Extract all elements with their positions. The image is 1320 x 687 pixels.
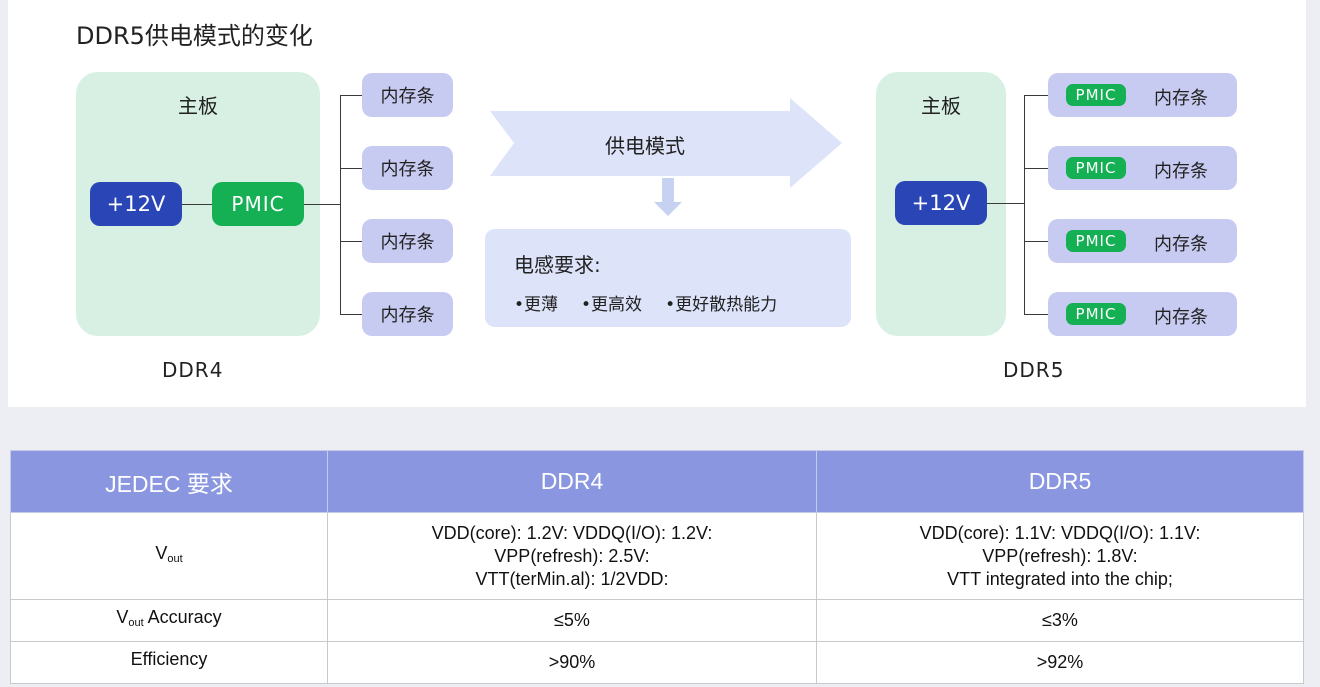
ddr5-connector-12v-bus: [987, 203, 1024, 204]
ddr5-bus-vertical: [1024, 95, 1025, 314]
down-arrow-icon: [654, 178, 682, 216]
ddr5-12v-source: +12V: [895, 181, 987, 225]
header-jedec: JEDEC 要求: [10, 450, 328, 513]
ddr5-onboard-pmic: PMIC: [1066, 84, 1126, 106]
ddr5-module-label: 内存条: [1154, 161, 1208, 182]
ddr4-memory-module: 内存条: [362, 146, 453, 190]
ddr4-connector-pmic-bus: [304, 204, 340, 205]
ddr4-bus-branch: [340, 314, 362, 315]
ddr5-module-label: 内存条: [1154, 88, 1208, 109]
ddr4-connector-12v-pmic: [182, 204, 212, 205]
param-cell: Vout: [10, 512, 328, 600]
diagram-title: DDR5供电模式的变化: [76, 22, 313, 50]
requirement-item: •更好散热能力: [665, 295, 778, 315]
table-row: Vout Accuracy ≤5% ≤3%: [10, 599, 1304, 642]
table-row: Vout VDD(core): 1.2V: VDDQ(I/O): 1.2V: V…: [10, 512, 1304, 600]
ddr5-caption: DDR5: [1003, 358, 1065, 382]
ddr4-value-cell: >90%: [327, 641, 817, 684]
ddr4-bus-branch: [340, 168, 362, 169]
ddr5-bus-branch: [1024, 241, 1048, 242]
ddr5-memory-module: PMIC 内存条: [1048, 146, 1237, 190]
ddr5-bus-branch: [1024, 168, 1048, 169]
table-row: Efficiency >90% >92%: [10, 641, 1304, 684]
jedec-comparison-table: JEDEC 要求 DDR4 DDR5 Vout VDD(core): 1.2V:…: [10, 450, 1304, 684]
header-ddr5: DDR5: [816, 450, 1304, 513]
ddr5-memory-module: PMIC 内存条: [1048, 219, 1237, 263]
power-mode-arrow: [490, 98, 842, 216]
ddr5-memory-module: PMIC 内存条: [1048, 73, 1237, 117]
inductor-requirements-list: •更薄 •更高效 •更好散热能力: [514, 290, 777, 315]
ddr5-value-cell: VDD(core): 1.1V: VDDQ(I/O): 1.1V: VPP(re…: [816, 512, 1304, 600]
ddr4-memory-module: 内存条: [362, 219, 453, 263]
ddr4-bus-branch: [340, 241, 362, 242]
ddr5-bus-branch: [1024, 314, 1048, 315]
ddr5-value-cell: >92%: [816, 641, 1304, 684]
ddr4-pmic: PMIC: [212, 182, 304, 226]
table-header-row: JEDEC 要求 DDR4 DDR5: [10, 450, 1304, 513]
ddr4-caption: DDR4: [162, 358, 224, 382]
ddr4-value-cell: ≤5%: [327, 599, 817, 642]
ddr5-module-label: 内存条: [1154, 307, 1208, 328]
ddr4-12v-source: +12V: [90, 182, 182, 226]
ddr5-onboard-pmic: PMIC: [1066, 230, 1126, 252]
inductor-requirements-box: [485, 229, 851, 327]
header-ddr4: DDR4: [327, 450, 817, 513]
ddr4-memory-module: 内存条: [362, 292, 453, 336]
ddr4-bus-vertical: [340, 95, 341, 314]
ddr4-bus-branch: [340, 95, 362, 96]
ddr5-value-cell: ≤3%: [816, 599, 1304, 642]
param-cell: Efficiency: [10, 641, 328, 684]
power-mode-label: 供电模式: [605, 134, 685, 158]
requirement-item: •更薄: [514, 295, 559, 315]
ddr4-board-label: 主板: [178, 94, 218, 118]
ddr5-board-label: 主板: [921, 94, 961, 118]
param-cell: Vout Accuracy: [10, 599, 328, 642]
ddr4-memory-module: 内存条: [362, 73, 453, 117]
ddr5-onboard-pmic: PMIC: [1066, 303, 1126, 325]
ddr4-value-cell: VDD(core): 1.2V: VDDQ(I/O): 1.2V: VPP(re…: [327, 512, 817, 600]
ddr5-memory-module: PMIC 内存条: [1048, 292, 1237, 336]
ddr5-module-label: 内存条: [1154, 234, 1208, 255]
requirement-item: •更高效: [581, 295, 643, 315]
ddr5-onboard-pmic: PMIC: [1066, 157, 1126, 179]
inductor-requirements-title: 电感要求:: [514, 253, 601, 277]
ddr5-bus-branch: [1024, 95, 1048, 96]
